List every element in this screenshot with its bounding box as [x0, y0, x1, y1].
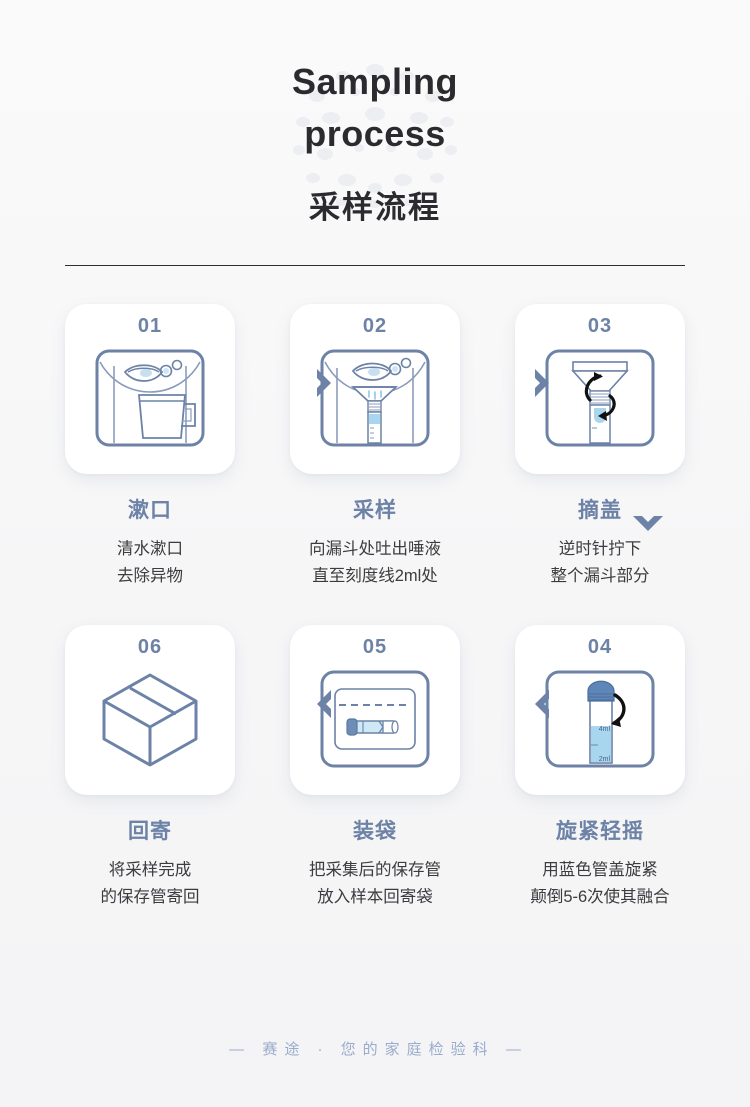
- step-04-title: 旋紧轻摇: [556, 820, 644, 844]
- step-06[interactable]: 06 回寄 将采样完成 的保存管寄回: [65, 625, 235, 910]
- step-04[interactable]: 04 4ml 2ml: [515, 625, 685, 910]
- header-divider: [65, 265, 685, 267]
- steps-container: 01: [65, 304, 685, 910]
- step-01-title: 漱口: [128, 499, 172, 523]
- chevron-left-icon-1: [313, 687, 335, 721]
- chevron-down-icon: [630, 512, 666, 541]
- step-06-title: 回寄: [128, 820, 172, 844]
- step-02-number: 02: [362, 315, 388, 338]
- step-03-desc: 逆时针拧下 整个漏斗部分: [550, 540, 650, 585]
- step-05[interactable]: 05: [290, 625, 460, 910]
- step-02[interactable]: 02: [290, 304, 460, 589]
- page-title-en: Sampling process: [0, 56, 750, 160]
- page-title-cn: 采样流程: [309, 190, 441, 226]
- step-06-desc: 将采样完成 的保存管寄回: [100, 861, 200, 906]
- step-02-desc: 向漏斗处吐出唾液 直至刻度线2ml处: [309, 540, 441, 585]
- step-05-desc: 把采集后的保存管 放入样本回寄袋: [309, 861, 441, 906]
- capped-tube-shake-icon: 4ml 2ml: [540, 665, 660, 773]
- sample-bag-with-tube-icon: [315, 665, 435, 773]
- page-header: Sampling process 采样流程: [0, 0, 750, 267]
- step-06-card[interactable]: 06: [65, 625, 235, 796]
- spit-into-funnel-tube-icon: [315, 344, 435, 452]
- step-01-number: 01: [137, 315, 163, 338]
- step-06-number: 06: [137, 636, 163, 659]
- step-05-title: 装袋: [353, 820, 397, 844]
- tube-mark-4ml: 4ml: [599, 726, 611, 733]
- step-03-number: 03: [587, 315, 613, 338]
- step-04-desc: 用蓝色管盖旋紧 颠倒5-6次使其融合: [530, 861, 670, 906]
- step-01-desc: 清水漱口 去除异物: [117, 540, 183, 585]
- step-03-title: 摘盖: [578, 499, 622, 523]
- step-01[interactable]: 01: [65, 304, 235, 589]
- steps-row-bottom: 06 回寄 将采样完成 的保存管寄回: [65, 625, 685, 910]
- step-01-card[interactable]: 01: [65, 304, 235, 475]
- page-title-en-line1: Sampling: [291, 61, 459, 102]
- footer-slogan: — 赛途 · 您的家庭检验科 —: [229, 1041, 528, 1058]
- unscrew-funnel-icon: [540, 344, 660, 452]
- step-05-number: 05: [362, 636, 388, 659]
- step-02-title: 采样: [353, 499, 397, 523]
- shipping-box-icon: [90, 665, 210, 773]
- step-04-number: 04: [587, 636, 613, 659]
- step-04-card[interactable]: 04 4ml 2ml: [515, 625, 685, 796]
- tube-mark-2ml: 2ml: [599, 756, 611, 763]
- steps-row-top: 01: [65, 304, 685, 589]
- chevron-right-icon-1: [313, 366, 335, 400]
- step-03[interactable]: 03: [515, 304, 685, 589]
- step-03-card[interactable]: 03: [515, 304, 685, 475]
- step-05-card[interactable]: 05: [290, 625, 460, 796]
- chevron-left-icon-2: [531, 687, 553, 721]
- chevron-right-icon-2: [531, 366, 553, 400]
- page-title-en-line2: process: [304, 113, 446, 155]
- mouth-rinse-cup-icon: [90, 344, 210, 452]
